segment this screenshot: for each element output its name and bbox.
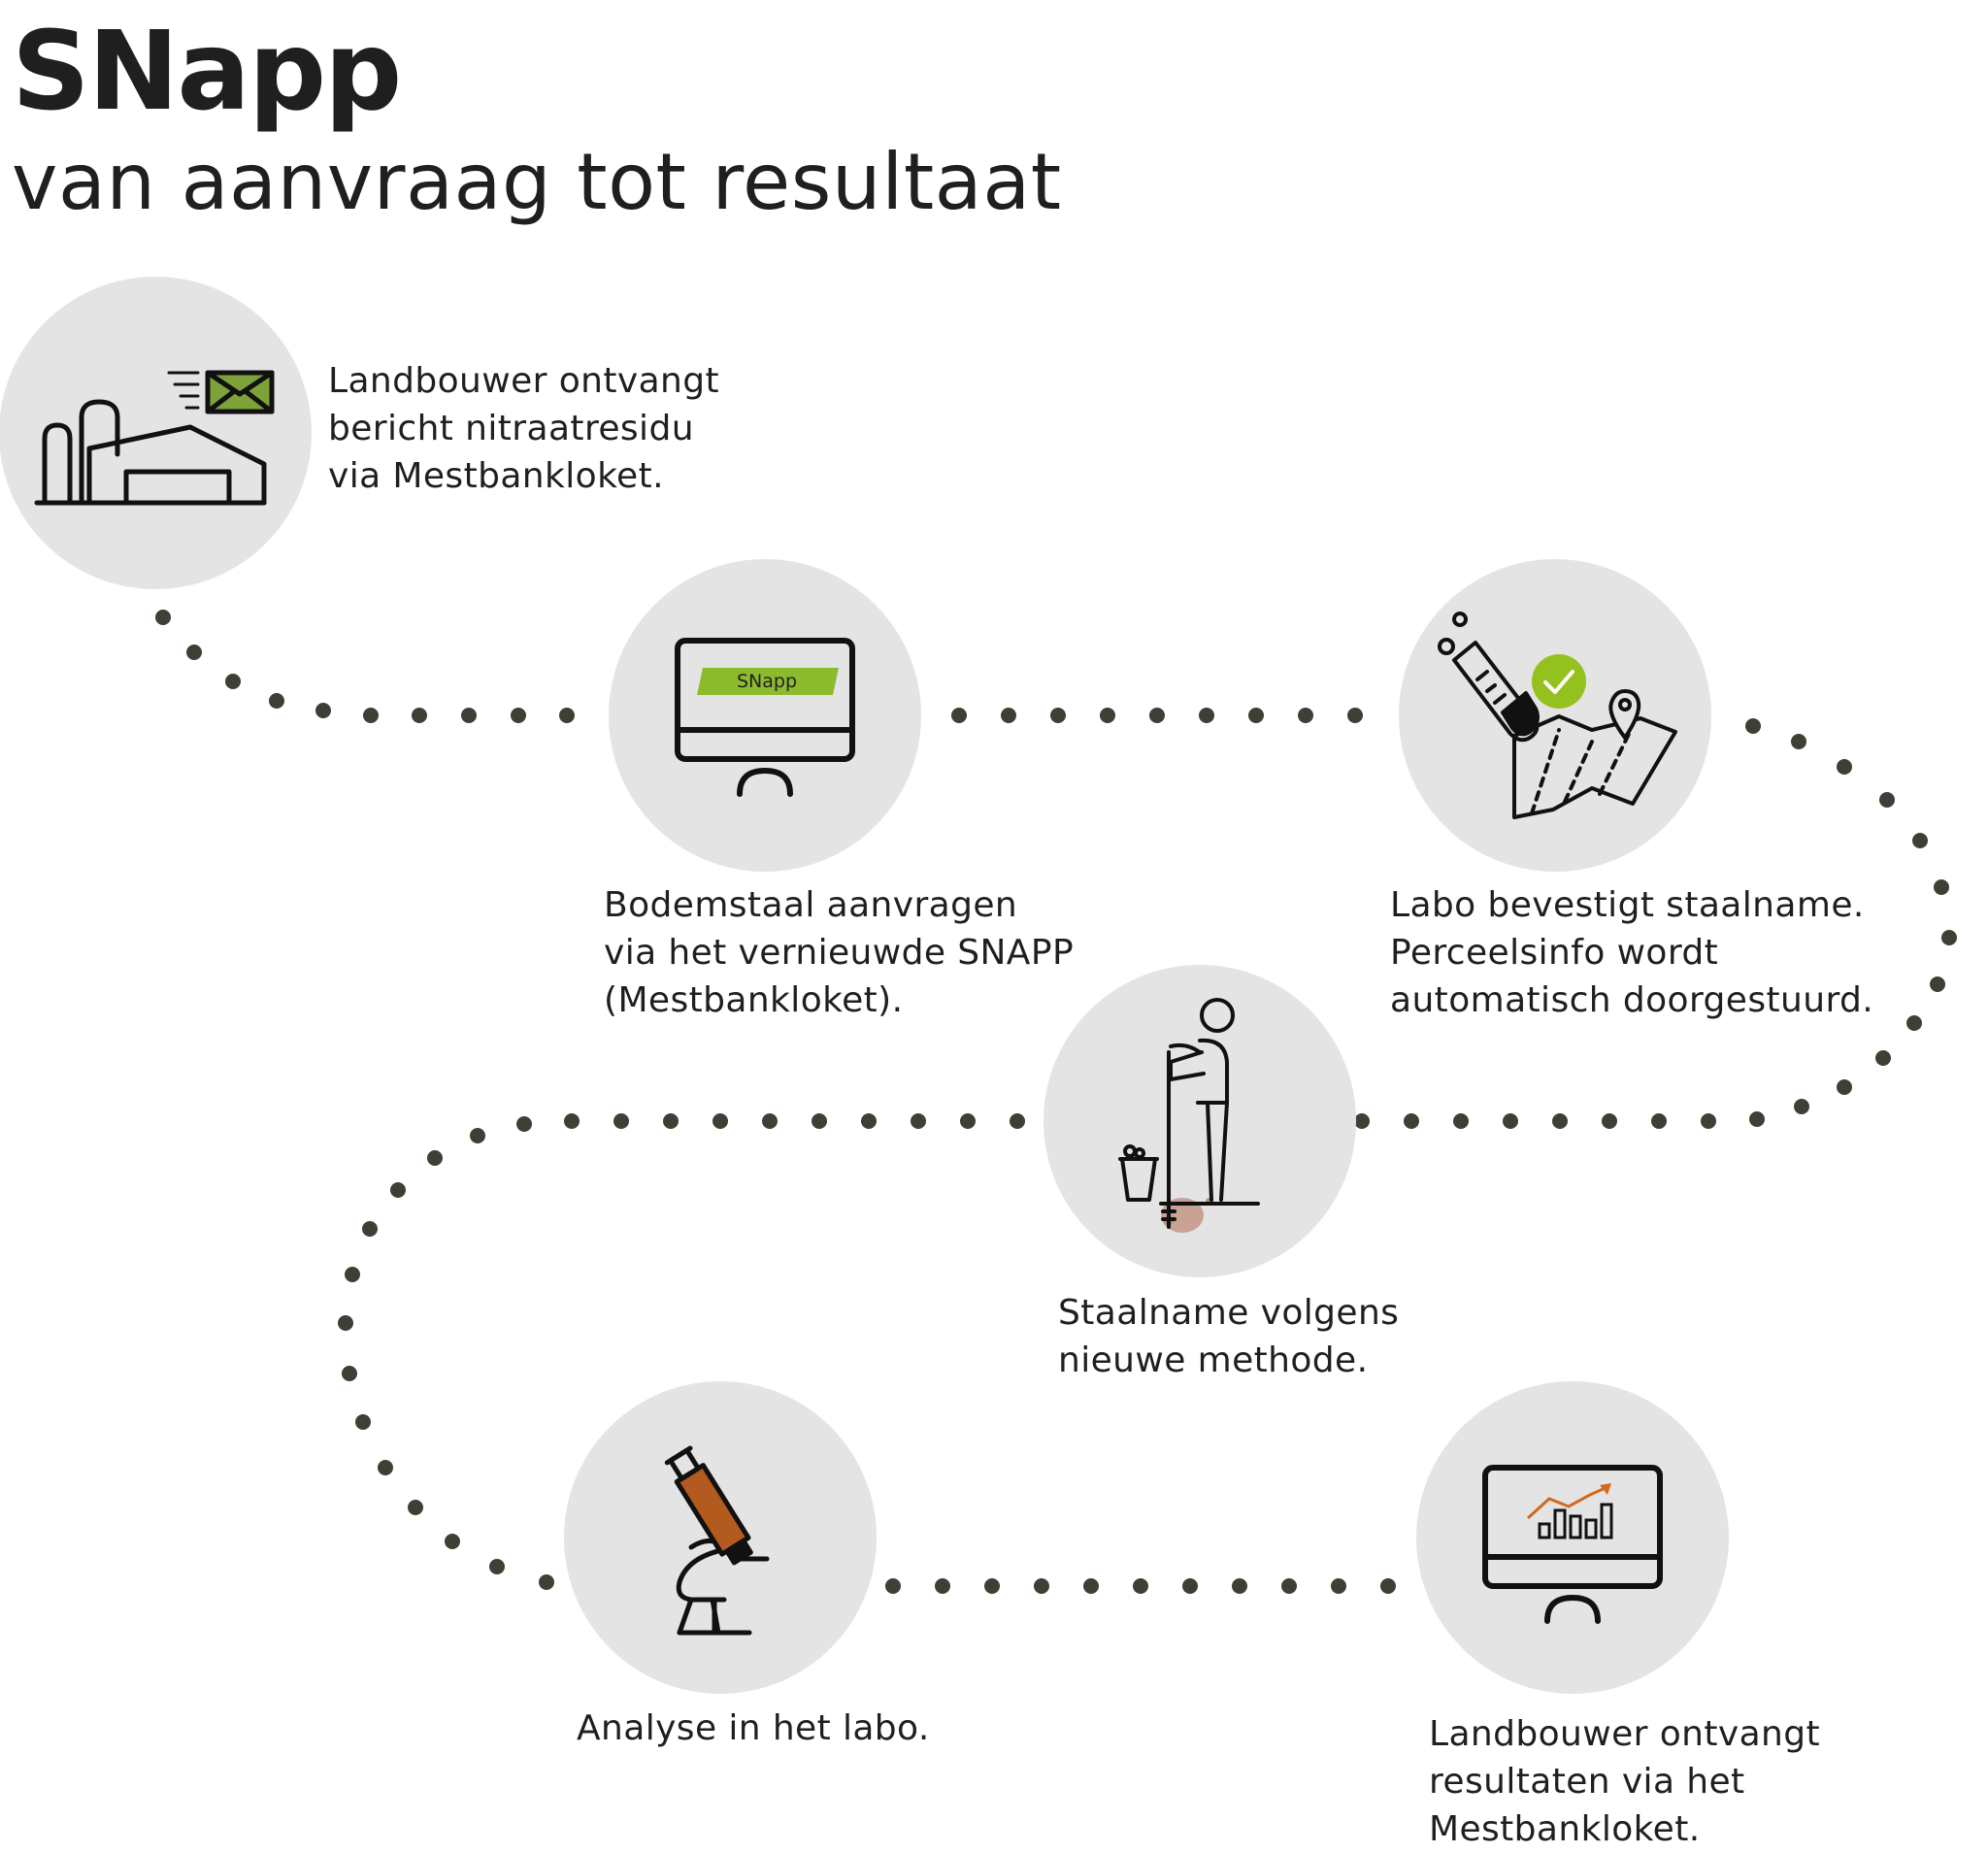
step-6-text: Landbouwer ontvangt resultaten via het M… — [1429, 1710, 1820, 1853]
step-2-line-2: via het vernieuwde SNAPP — [604, 933, 1075, 973]
step-2-line-1: Bodemstaal aanvragen — [604, 885, 1018, 925]
step-1-text: Landbouwer ontvangt bericht nitraatresid… — [328, 357, 719, 500]
dotted-path — [155, 610, 1957, 1594]
step-1-line-1: Landbouwer ontvangt — [328, 361, 720, 401]
step-2-line-3: (Mestbankloket). — [604, 980, 904, 1020]
step-1-line-2: bericht nitraatresidu — [328, 409, 694, 448]
page-title: SNapp — [12, 9, 402, 135]
step-1-line-3: via Mestbankloket. — [328, 456, 664, 496]
step-2-circle — [609, 559, 921, 872]
microscope-icon — [664, 1445, 770, 1636]
step-4-circle — [1044, 965, 1356, 1277]
computer-snapp-icon: SNapp — [675, 638, 855, 797]
step-4-icon — [1044, 965, 1356, 1277]
step-2-icon: SNapp — [609, 559, 921, 872]
person-soil-sampling-icon — [1118, 998, 1260, 1233]
step-6-line-2: resultaten via het — [1429, 1762, 1745, 1802]
check-badge — [1532, 654, 1586, 709]
step-3-line-1: Labo bevestigt staalname. — [1390, 885, 1865, 925]
step-5-text: Analyse in het labo. — [577, 1704, 930, 1752]
step-5-icon — [564, 1381, 877, 1694]
step-3-text: Labo bevestigt staalname. Perceelsinfo w… — [1390, 881, 1873, 1024]
step-2-text: Bodemstaal aanvragen via het vernieuwde … — [604, 881, 1074, 1024]
test-tube-map-check-icon — [1438, 612, 1677, 819]
page-subtitle: van aanvraag tot resultaat — [12, 137, 1062, 227]
step-3-circle — [1399, 559, 1711, 872]
step-6-line-1: Landbouwer ontvangt — [1429, 1714, 1821, 1754]
check-icon — [1543, 670, 1574, 694]
step-6-line-3: Mestbankloket. — [1429, 1809, 1701, 1849]
step-5-line-1: Analyse in het labo. — [577, 1708, 930, 1748]
farm-with-message-icon — [34, 370, 275, 506]
step-3-icon — [1399, 559, 1711, 872]
computer-chart-icon — [1482, 1465, 1663, 1624]
step-3-line-3: automatisch doorgestuurd. — [1390, 980, 1874, 1020]
screen-label: SNapp — [737, 671, 797, 692]
step-3-line-2: Perceelsinfo wordt — [1390, 933, 1719, 973]
step-4-text: Staalname volgens nieuwe methode. — [1058, 1289, 1399, 1384]
step-4-line-1: Staalname volgens — [1058, 1293, 1400, 1333]
step-1-icon — [0, 277, 312, 589]
step-4-line-2: nieuwe methode. — [1058, 1340, 1369, 1380]
step-6-icon — [1416, 1381, 1729, 1694]
